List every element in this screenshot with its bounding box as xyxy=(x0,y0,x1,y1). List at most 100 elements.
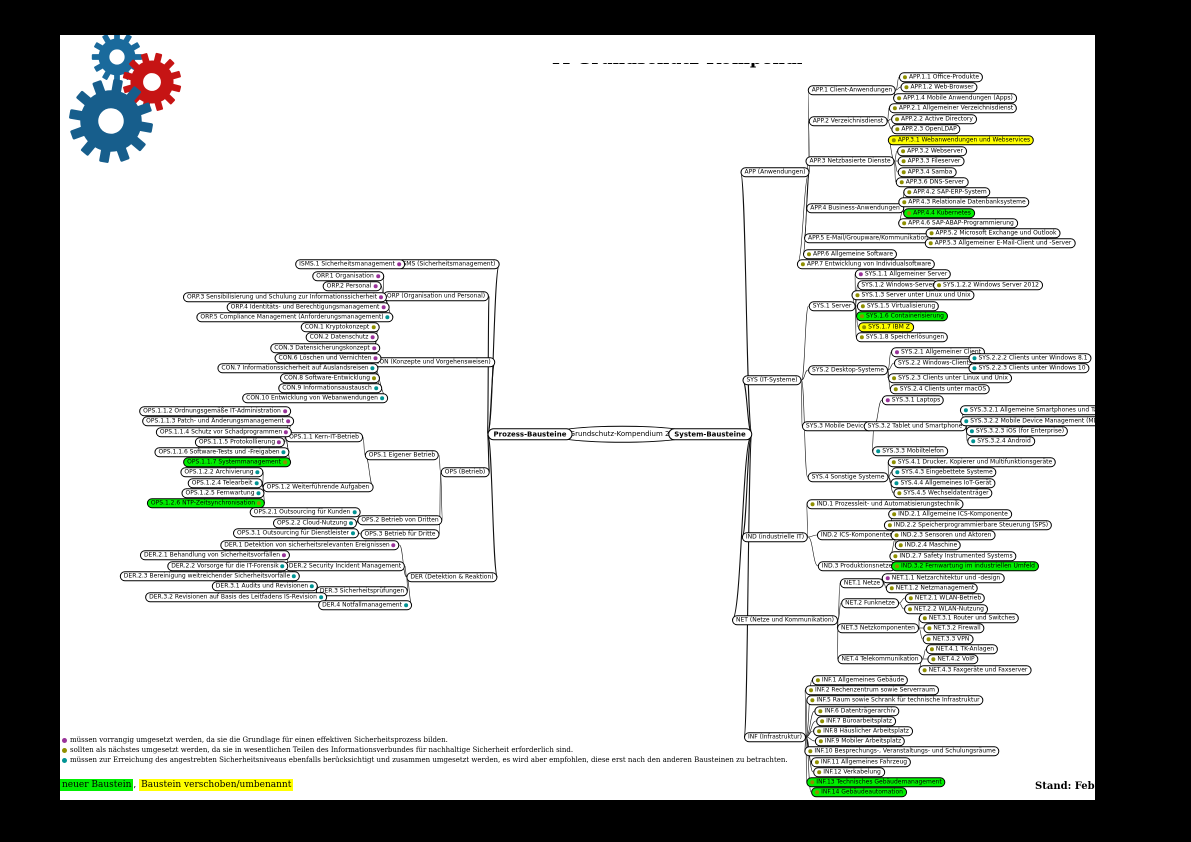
legend-separator: , xyxy=(133,780,140,790)
node-OPS.1.1.5: OPS.1.1.5 Protokollierung xyxy=(194,437,286,447)
legend-text-r1: müssen vorrangig umgesetzt werden, da si… xyxy=(70,736,448,744)
frame-left xyxy=(0,0,60,842)
frame-bottom xyxy=(0,800,1191,842)
node-label: NET.2 Funknetze xyxy=(845,598,895,606)
node-label: NET.1 Netze xyxy=(843,578,881,586)
node-label: OPS.1.1.5 Protokollierung xyxy=(198,437,276,445)
node-SYS.1.2.2: SYS.1.2.2 Windows Server 2012 xyxy=(933,280,1043,290)
priority-dot-o xyxy=(892,376,897,380)
priority-dot-o xyxy=(931,657,936,661)
node-ORP.5: ORP.5 Compliance Management (Anforderung… xyxy=(196,312,394,322)
priority-dot-o xyxy=(892,106,897,110)
node-APP.4.6: APP.4.6 SAP-ABAP-Programmierung xyxy=(898,218,1018,228)
priority-dot-t xyxy=(292,574,297,578)
node-APP.1.4: APP.1.4 Mobile Anwendungen (Apps) xyxy=(893,93,1017,103)
node-label: ORP.1 Organisation xyxy=(316,271,374,279)
priority-dot-o xyxy=(860,304,865,308)
node-INF.10: INF.10 Besprechungs-, Veranstaltungs- un… xyxy=(804,746,1000,756)
priority-dot-o xyxy=(907,190,912,194)
node-label: APP.3.3 Fileserver xyxy=(907,156,961,164)
node-label: CON.9 Informationsaustausch xyxy=(282,383,372,391)
node-label: SYS.2.2.2 Clients unter Windows 8.1 xyxy=(978,353,1088,361)
node-label: ORP.3 Sensibilisierung und Schulung zur … xyxy=(186,292,378,300)
priority-dot-o xyxy=(818,709,823,713)
node-label: SYS.1.6 Containerisierung xyxy=(866,311,944,319)
node-OPS.1.1: OPS.1.1 Kern-IT-Betrieb xyxy=(285,432,363,442)
node-SYS.4.4: SYS.4.4 Allgemeines IoT-Gerät xyxy=(890,478,996,488)
node-label: CON.10 Entwicklung von Webanwendungen xyxy=(246,393,378,401)
node-label: APP.3.1 Webanwendungen und Webservices xyxy=(897,135,1031,143)
node-DER.3.2: DER.3.2 Revisionen auf Basis des Leitfad… xyxy=(145,592,327,602)
node-SYS.3.2.3: SYS.3.2.3 iOS (for Enterprise) xyxy=(965,426,1069,436)
node-label: IND.3 Produktionsnetze xyxy=(821,561,893,569)
node-APP.3.1: APP.3.1 Webanwendungen und Webservices xyxy=(887,135,1035,145)
node-System-Bausteine: System-Bausteine xyxy=(668,428,752,440)
node-label: SYS.3.2.1 Allgemeine Smartphones und Tab… xyxy=(969,405,1113,413)
node-CON: CON (Konzepte und Vorgehensweisen) xyxy=(371,357,495,367)
priority-dot-t xyxy=(972,366,977,370)
priority-dot-p xyxy=(277,440,282,444)
node-APP.2.1: APP.2.1 Allgemeiner Verzeichnisdienst xyxy=(888,103,1018,113)
node-INF: INF (Infrastruktur) xyxy=(744,732,806,742)
node-SYS.2: SYS.2 Desktop-Systeme xyxy=(808,365,888,375)
node-label: INF.13 Technisches Gebäudemanagement xyxy=(816,777,942,785)
node-label: SYS.1.5 Virtualisierung xyxy=(866,301,936,309)
priority-dot-p xyxy=(373,284,378,288)
priority-dot-o xyxy=(894,533,899,537)
node-SYS.1.1: SYS.1.1 Allgemeiner Server xyxy=(854,269,952,279)
legend-item-r1: müssen vorrangig umgesetzt werden, da si… xyxy=(62,736,448,744)
node-SYS.4.3: SYS.4.3 Eingebettete Systeme xyxy=(891,467,997,477)
priority-dot-o xyxy=(371,325,376,329)
priority-dot-o xyxy=(898,543,903,547)
node-DER.4: DER.4 Notfallmanagement xyxy=(318,600,412,610)
node-ORP.2: ORP.2 Personal xyxy=(322,281,382,291)
node-label: NET.3.2 Firewall xyxy=(933,623,981,631)
node-label: ORP (Organisation und Personal) xyxy=(386,291,486,299)
node-label: IND.2.4 Maschine xyxy=(904,540,958,548)
node-label: APP.3.6 DNS-Server xyxy=(905,177,965,185)
node-OPS.1.2.2: OPS.1.2.2 Archivierung xyxy=(180,467,264,477)
node-DER.3.1: DER.3.1 Audits und Revisionen xyxy=(211,581,319,591)
priority-dot-o xyxy=(908,596,913,600)
node-SYS.1.3: SYS.1.3 Server unter Linux und Unix xyxy=(851,290,975,300)
node-label: APP.3.4 Samba xyxy=(907,167,953,175)
node-label: IND (industrielle IT) xyxy=(745,532,805,540)
node-NET.1: NET.1 Netze xyxy=(839,578,885,588)
node-label: SYS.2.1 Allgemeiner Client xyxy=(900,347,982,355)
node-label: ISMS.1 Sicherheitsmanagement xyxy=(299,259,395,267)
node-label: DER.3 Sicherheitsprüfungen xyxy=(319,586,405,594)
priority-dot-t xyxy=(895,470,900,474)
priority-dot-t xyxy=(971,439,976,443)
node-NET.3.1: NET.3.1 Router und Switches xyxy=(918,613,1020,623)
node-label: APP.4.2 SAP-ERP-System xyxy=(913,187,987,195)
node-IND.3: IND.3 Produktionsnetze xyxy=(817,561,897,571)
priority-dot-p xyxy=(373,356,378,360)
node-label: APP.3.2 Webserver xyxy=(907,146,963,154)
node-label: IND.2.1 Allgemeine ICS-Komponente xyxy=(898,509,1008,517)
node-label: IND.3.2 Fernwartung im industriellen Umf… xyxy=(901,561,1035,569)
node-label: OPS.2 Betrieb von Dritten xyxy=(361,515,439,523)
priority-dot-p xyxy=(885,398,890,402)
priority-dot-o xyxy=(897,96,902,100)
node-label: NET.4.2 VoIP xyxy=(937,654,975,662)
node-SYS.1.5: SYS.1.5 Virtualisierung xyxy=(856,301,940,311)
priority-dot-t xyxy=(403,603,408,607)
node-label: APP.2.1 Allgemeiner Verzeichnisdienst xyxy=(898,103,1014,111)
node-APP.4.2: APP.4.2 SAP-ERP-System xyxy=(903,187,991,197)
node-IND.2.2: IND.2.2 Speicherprogrammierbare Steuerun… xyxy=(883,520,1053,530)
priority-dot-o xyxy=(897,491,902,495)
node-label: CON (Konzepte und Vorgehensweisen) xyxy=(375,357,491,365)
node-label: APP.1.1 Office-Produkte xyxy=(908,72,980,80)
node-label: DER.2.1 Behandlung von Sicherheitsvorfäl… xyxy=(143,550,281,558)
node-OPS.2: OPS.2 Betrieb von Dritten xyxy=(357,515,443,525)
node-label: APP.4.6 SAP-ABAP-Programmierung xyxy=(908,218,1014,226)
node-label: NET (Netze und Kommunikation) xyxy=(736,615,834,623)
priority-dot-p xyxy=(396,262,401,266)
node-IND.3.2: IND.3.2 Fernwartung im industriellen Umf… xyxy=(891,561,1039,571)
node-OPS.1: OPS.1 Eigener Betrieb xyxy=(364,450,440,460)
node-label: APP.5.2 Microsoft Exchange und Outlook xyxy=(935,228,1057,236)
node-IND.2.4: IND.2.4 Maschine xyxy=(894,540,962,550)
priority-dot-o xyxy=(902,200,907,204)
node-APP.3.3: APP.3.3 Fileserver xyxy=(897,156,965,166)
node-APP.2.2: APP.2.2 Active Directory xyxy=(891,114,977,124)
